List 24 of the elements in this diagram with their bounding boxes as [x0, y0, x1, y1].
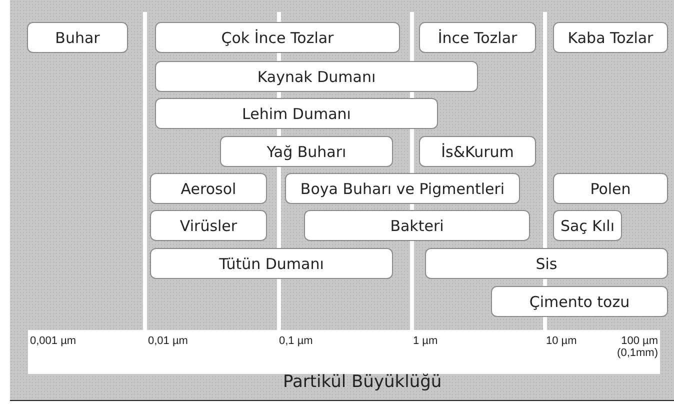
size-range-box: Çimento tozu [491, 286, 668, 317]
axis-tick-label: 10 µm [546, 335, 577, 347]
size-range-box: Buhar [27, 22, 128, 53]
size-range-box: Kaynak Dumanı [155, 61, 478, 92]
axis-tick-label: 0,01 µm [148, 335, 188, 347]
size-range-box: Aerosol [150, 173, 267, 204]
size-range-box: Çok İnce Tozlar [155, 22, 400, 53]
size-range-box: Tütün Dumanı [150, 248, 393, 279]
size-range-box: Saç Kılı [553, 210, 622, 241]
size-range-box: Kaba Tozlar [553, 22, 668, 53]
size-range-box: Sis [425, 248, 668, 279]
axis-tick-label: 0,1 µm [279, 335, 313, 347]
size-range-box: İs&Kurum [419, 136, 536, 167]
size-range-box: Lehim Dumanı [155, 98, 438, 129]
size-range-box: Boya Buharı ve Pigmentleri [285, 173, 520, 204]
size-range-box: Virüsler [150, 210, 267, 241]
size-range-box: Polen [553, 173, 668, 204]
axis-title: Partikül Büyüklüğü [283, 372, 442, 392]
size-range-box: Yağ Buharı [220, 136, 393, 167]
size-range-box: Bakteri [304, 210, 530, 241]
axis-tick-label: 100 µm (0,1mm) [616, 335, 658, 359]
size-range-box: İnce Tozlar [419, 22, 536, 53]
axis-tick-label: 0,001 µm [30, 335, 76, 347]
axis-tick-label: 1 µm [413, 335, 438, 347]
